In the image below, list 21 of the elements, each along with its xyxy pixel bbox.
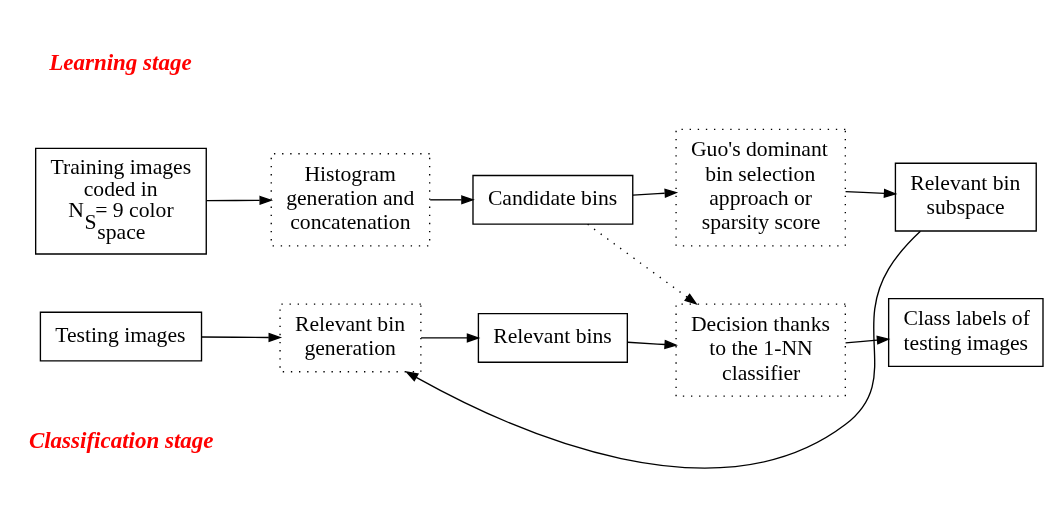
node-box: Relevant bin subspace [894,162,1037,232]
node-box: Testing images [39,311,203,362]
node-box: Relevant bin generation [279,303,422,373]
node-box: Relevant bins [477,312,628,363]
node-box: Class labels of testing images [887,298,1044,368]
node-box: Candidate bins [472,174,634,225]
arrow [420,333,481,343]
arrow [429,195,475,205]
arrow [206,195,273,206]
arrow [404,230,922,469]
arrow [632,188,679,198]
label: Classification stage [28,426,214,453]
arrow [200,332,283,343]
node-box: Decision thanks to the 1-NN classifier [675,303,846,397]
arrow [586,223,698,305]
label: Learning stage [49,48,192,75]
arrow [627,339,678,350]
arrow [844,335,891,345]
node-box: Guo's dominant bin selection approach or sparsity score [675,128,846,247]
node-box: Histogram generation and concatenation [270,153,431,247]
arrow [844,188,898,199]
